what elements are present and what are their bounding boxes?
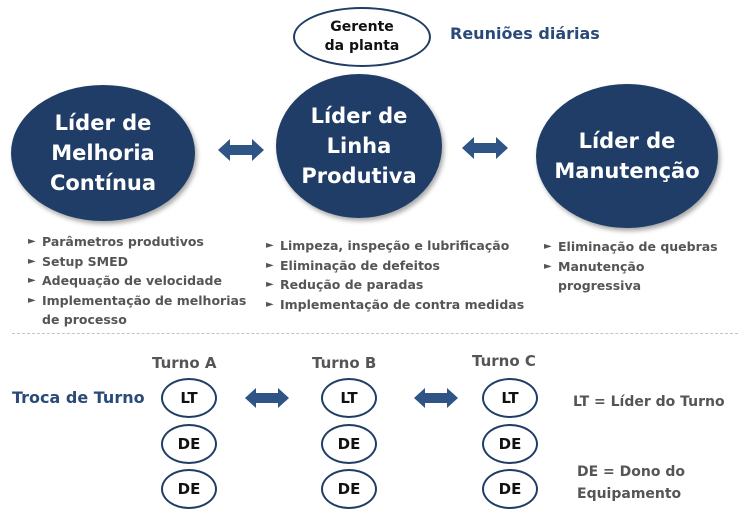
production-line-tasks: ►Limpeza, inspeção e lubrificação ►Elimi… — [266, 236, 528, 314]
list-item: ►Manutenção progressiva — [544, 258, 645, 294]
bullet-arrow-icon: ► — [544, 241, 552, 252]
continuous-improvement-leader-label: Líder de Melhoria Contínua — [49, 111, 157, 195]
plant-manager-node: Gerente da planta — [293, 7, 431, 67]
shift-a-de-node: DE — [161, 424, 217, 464]
shift-b-de-node: DE — [321, 424, 377, 464]
shift-a-lt-node: LT — [161, 378, 217, 418]
bullet-arrow-icon: ► — [28, 236, 36, 247]
list-item: ►Implementação de contra medidas — [266, 295, 528, 315]
production-line-leader-node: Líder de Linha Produtiva — [276, 74, 442, 218]
section-divider — [12, 333, 738, 334]
bullet-arrow-icon: ► — [266, 279, 274, 290]
double-arrow-icon — [218, 139, 264, 161]
double-arrow-icon — [414, 388, 458, 408]
bullet-arrow-icon: ► — [266, 240, 274, 251]
list-item: ►Limpeza, inspeção e lubrificação — [266, 236, 528, 256]
bullet-arrow-icon: ► — [266, 259, 274, 271]
bullet-arrow-icon: ► — [544, 260, 552, 272]
shift-c-lt-node: LT — [482, 378, 538, 418]
double-arrow-icon — [462, 137, 508, 159]
shift-a-title: Turno A — [152, 354, 217, 372]
bullet-arrow-icon: ► — [28, 255, 36, 267]
list-item: ►Eliminação de defeitos — [266, 256, 528, 276]
list-item: ►Implementação de melhorias de processo — [28, 292, 247, 328]
shift-b-de-node: DE — [321, 469, 377, 509]
maintenance-tasks: ►Eliminação de quebras ►Manutenção progr… — [544, 237, 740, 296]
shift-b-lt-node: LT — [321, 378, 377, 418]
maintenance-leader-node: Líder de Manutenção — [536, 84, 718, 228]
bullet-arrow-icon: ► — [28, 275, 36, 286]
shift-c-title: Turno C — [472, 352, 536, 370]
list-item: ►Adequação de velocidade — [28, 271, 258, 291]
list-item: ►Eliminação de quebras — [544, 237, 740, 257]
shift-b-title: Turno B — [312, 354, 377, 372]
list-item: ►Setup SMED — [28, 252, 258, 272]
continuous-improvement-tasks: ►Parâmetros produtivos ►Setup SMED ►Adeq… — [28, 232, 258, 330]
plant-manager-label: Gerente da planta — [324, 19, 400, 54]
shift-c-de-node: DE — [482, 469, 538, 509]
bullet-arrow-icon: ► — [28, 294, 36, 306]
continuous-improvement-leader-node: Líder de Melhoria Contínua — [11, 85, 195, 221]
legend-de: DE = Dono do Equipamento — [577, 464, 686, 502]
shift-change-label: Troca de Turno — [12, 388, 145, 407]
double-arrow-icon — [245, 388, 289, 408]
list-item: ►Parâmetros produtivos — [28, 232, 258, 252]
shift-a-de-node: DE — [161, 469, 217, 509]
legend-lt: LT = Líder do Turno — [573, 394, 725, 410]
bullet-arrow-icon: ► — [266, 298, 274, 310]
list-item: ►Redução de paradas — [266, 275, 528, 295]
maintenance-leader-label: Líder de Manutenção — [554, 129, 700, 183]
production-line-leader-label: Líder de Linha Produtiva — [301, 104, 417, 188]
daily-meetings-label: Reuniões diárias — [450, 24, 600, 43]
shift-c-de-node: DE — [482, 424, 538, 464]
